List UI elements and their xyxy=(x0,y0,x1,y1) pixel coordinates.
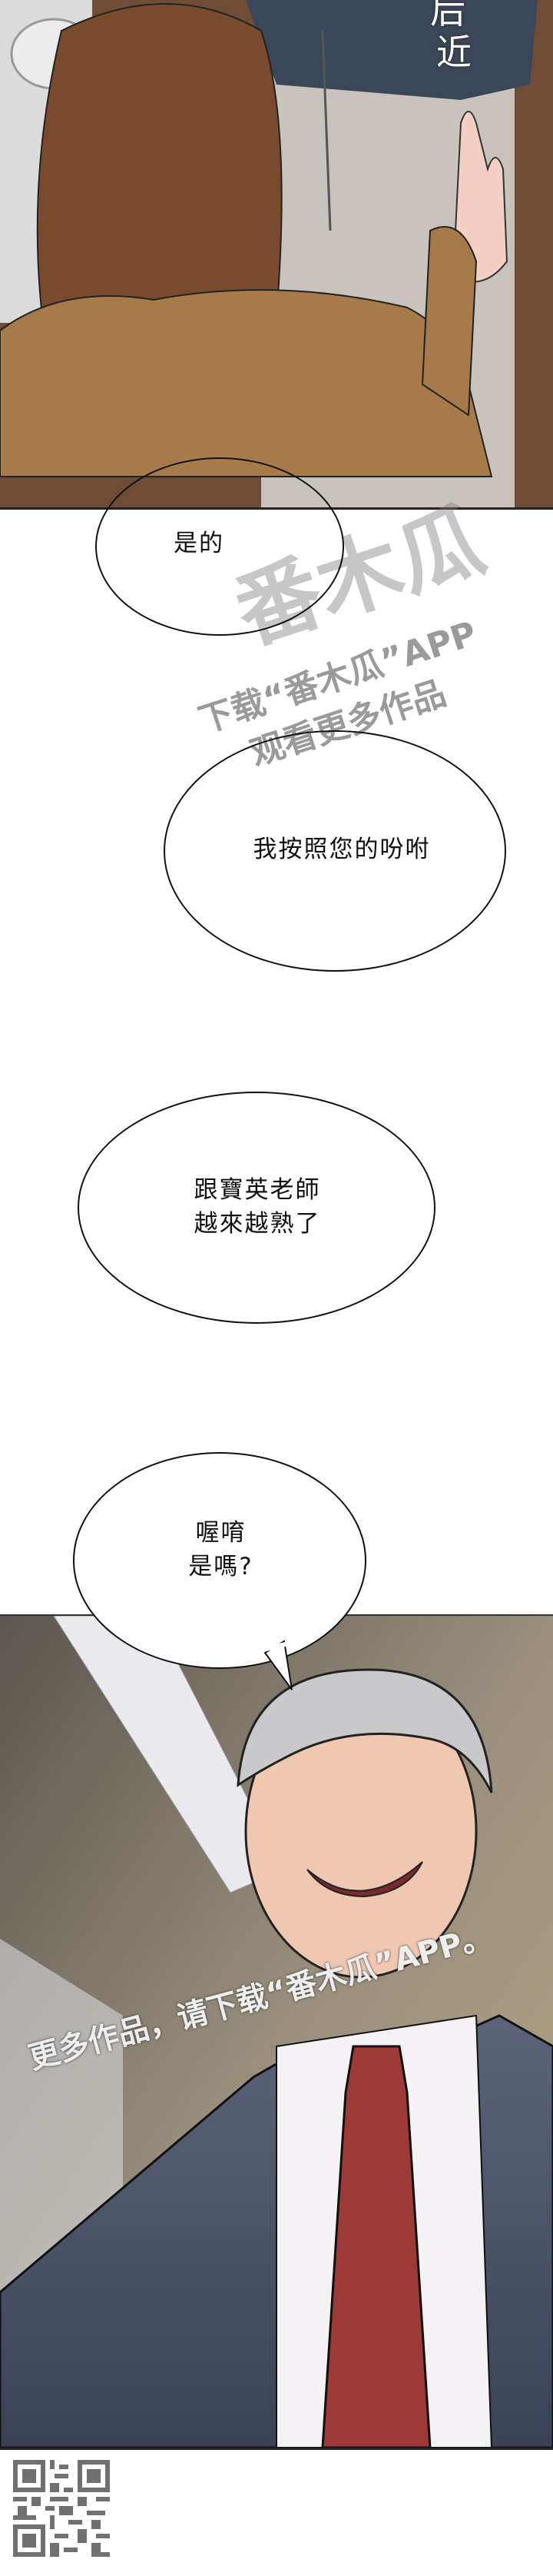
speech-bubble-text: 喔唷 是嗎? xyxy=(188,1519,253,1581)
panel-bottom-artwork xyxy=(0,1616,553,2448)
speech-bubble xyxy=(78,1092,435,1324)
comic-panel-top: 后 近 xyxy=(0,0,553,510)
speech-bubble-text: 是的 xyxy=(174,530,224,557)
sound-effect-text: 近 xyxy=(436,32,472,73)
speech-bubble-text: 跟寶英老師 越來越熟了 xyxy=(194,1176,321,1238)
speech-bubble xyxy=(95,457,344,636)
comic-panel-bottom: 更多作品，请下载“番木瓜”APP。 xyxy=(0,1614,553,2450)
speech-bubble xyxy=(164,730,506,972)
speech-bubble xyxy=(73,1452,366,1690)
qr-code-icon xyxy=(13,2460,110,2557)
speech-bubble-text: 我按照您的吩咐 xyxy=(253,836,431,863)
sound-effect-text: 后 xyxy=(430,0,465,32)
panel-top-artwork xyxy=(0,0,553,507)
